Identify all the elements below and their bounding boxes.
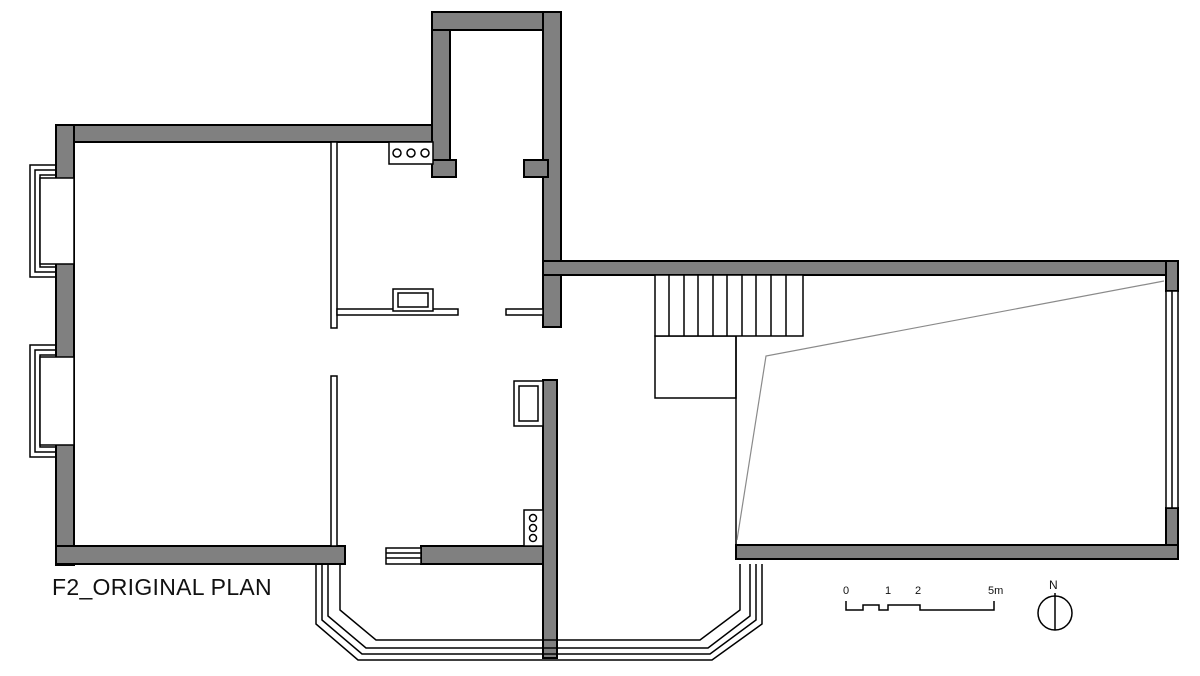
scale-label-0: 0	[843, 585, 850, 597]
scale-bar	[845, 601, 995, 611]
north-arrow-label: N	[1049, 578, 1058, 592]
overhead-outline	[736, 280, 1165, 541]
hob-lower	[523, 509, 544, 547]
bay-window-left-upper	[29, 164, 75, 278]
plan-title: F2_ORIGINAL PLAN	[52, 574, 272, 600]
bay-window-left-lower	[29, 344, 75, 458]
north-arrow	[1037, 593, 1073, 631]
fixtures	[385, 141, 544, 565]
staircase	[654, 274, 804, 337]
interior-partitions	[330, 141, 737, 547]
window-right-end	[1165, 290, 1179, 509]
hob-upper	[388, 141, 434, 165]
bay-window-bottom	[315, 564, 763, 661]
threshold-step	[385, 547, 422, 565]
exterior-walls	[55, 11, 1179, 659]
scale-label-2: 2	[915, 585, 922, 597]
scale-label-5m: 5m	[988, 585, 1004, 597]
scale-label-1: 1	[885, 585, 892, 597]
